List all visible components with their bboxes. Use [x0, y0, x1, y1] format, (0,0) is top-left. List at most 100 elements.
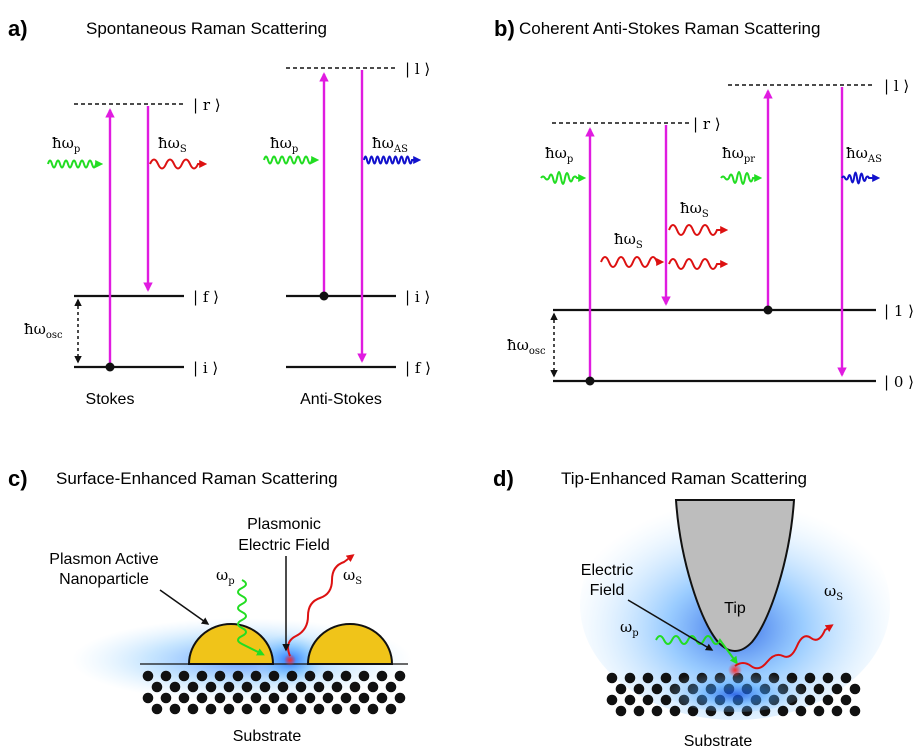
substrate-atom	[331, 681, 343, 693]
cars-stokes-pulse-1	[600, 256, 665, 268]
pump-symbol: ħωp	[52, 134, 80, 155]
substrate-atom	[313, 703, 325, 715]
substrate-atom	[849, 705, 861, 717]
state-1-label: | 1 ⟩	[884, 302, 914, 320]
substrate-atom	[277, 703, 289, 715]
substrate-atom	[169, 703, 181, 715]
substrate-atom	[205, 681, 217, 693]
panel-c-letter: c)	[8, 466, 28, 491]
as-symbol: ħωAS	[372, 134, 408, 155]
pump-photon-wave	[47, 159, 104, 169]
as-photon-wave	[363, 155, 422, 165]
substrate-atom	[250, 670, 262, 682]
antistokes-caption: Anti-Stokes	[300, 391, 382, 408]
substrate-atom	[831, 683, 843, 695]
panel-c-title: Surface-Enhanced Raman Scattering	[56, 469, 338, 488]
as-pump-photon-wave	[263, 155, 320, 165]
substrate-atom	[669, 705, 681, 717]
stokes-symbol: ħωS	[158, 134, 187, 155]
population-dot	[105, 362, 115, 372]
substrate-atom	[804, 672, 816, 684]
substrate-atom	[214, 692, 226, 704]
panel-b: b) Coherent Anti-Stokes Raman Scattering…	[494, 16, 914, 391]
panel-b-letter: b)	[494, 16, 515, 41]
panel-a-letter: a)	[8, 16, 28, 41]
substrate-atom	[331, 703, 343, 715]
panel-b-title: Coherent Anti-Stokes Raman Scattering	[519, 19, 820, 38]
substrate-atom	[142, 692, 154, 704]
tip-incident-wave	[655, 635, 738, 665]
substrate-atom	[660, 672, 672, 684]
state-0-label: | 0 ⟩	[884, 373, 914, 391]
as-population-dot	[319, 291, 329, 301]
cars-stokes1-symbol: ħωS	[614, 230, 643, 251]
substrate-atom	[633, 683, 645, 695]
substrate-atom	[687, 705, 699, 717]
substrate-atom	[394, 692, 406, 704]
tip-field-line2: Field	[590, 582, 625, 599]
substrate-atom	[178, 692, 190, 704]
substrate-atom	[241, 681, 253, 693]
substrate-atom	[822, 694, 834, 706]
substrate-atom	[232, 670, 244, 682]
scattered-photon-wave	[287, 554, 355, 657]
substrate-atom	[385, 681, 397, 693]
plasmonic-label-line2: Electric Field	[238, 537, 330, 554]
substrate-atom	[160, 692, 172, 704]
cars-stokes2-symbol: ħωS	[680, 199, 709, 220]
substrate-atom	[259, 703, 271, 715]
substrate-atom	[286, 670, 298, 682]
c-incident-symbol: ωp	[216, 566, 235, 587]
substrate-atom	[268, 670, 280, 682]
substrate-atom	[385, 703, 397, 715]
substrate-atom	[223, 681, 235, 693]
substrate-atom	[304, 692, 316, 704]
tip-hotspot	[728, 663, 742, 677]
substrate-atom	[394, 670, 406, 682]
sample-glow	[665, 668, 805, 712]
stokes-caption: Stokes	[86, 391, 135, 408]
substrate-atom	[250, 692, 262, 704]
substrate-atom	[151, 681, 163, 693]
tip-field-line1: Electric	[581, 562, 633, 579]
substrate-lattice-c	[142, 670, 406, 715]
d-scattered-symbol: ωS	[824, 582, 843, 603]
substrate-atom	[295, 681, 307, 693]
tip-scattered-wave	[734, 624, 834, 670]
substrate-atom	[214, 670, 226, 682]
substrate-atom	[831, 705, 843, 717]
state-r-label: | r ⟩	[193, 96, 221, 114]
nanoparticle-pointer-arrow	[159, 589, 210, 625]
panel-d-title: Tip-Enhanced Raman Scattering	[561, 469, 807, 488]
as-pump-symbol: ħωp	[270, 134, 298, 155]
substrate-atom	[223, 703, 235, 715]
substrate-atom	[286, 692, 298, 704]
substrate-atom	[196, 670, 208, 682]
cars-state-r-label: | r ⟩	[693, 115, 721, 133]
substrate-atom	[259, 681, 271, 693]
substrate-atom	[187, 703, 199, 715]
substrate-atom	[151, 703, 163, 715]
substrate-atom	[367, 703, 379, 715]
substrate-atom	[358, 670, 370, 682]
substrate-atom	[340, 670, 352, 682]
substrate-atom	[804, 694, 816, 706]
panel-c: c) Surface-Enhanced Raman Scattering Pla…	[8, 466, 412, 745]
substrate-atom	[268, 692, 280, 704]
substrate-atom	[142, 670, 154, 682]
tip-field-pointer	[627, 599, 714, 651]
plasmonic-label-line1: Plasmonic	[247, 516, 321, 533]
substrate-atom	[313, 681, 325, 693]
panel-d: d) Tip-Enhanced Raman Scattering Tip Ele…	[493, 466, 890, 750]
substrate-atom	[840, 694, 852, 706]
substrate-atom	[813, 683, 825, 695]
substrate-atom	[642, 672, 654, 684]
substrate-atom	[187, 681, 199, 693]
substrate-atom	[295, 703, 307, 715]
cars-as-symbol: ħωAS	[846, 144, 882, 165]
panel-a: a) Spontaneous Raman Scattering | r ⟩ | …	[8, 16, 431, 408]
c-substrate-label: Substrate	[233, 728, 302, 745]
state-i-label-as: | i ⟩	[405, 288, 430, 306]
state-l-label: | l ⟩	[405, 60, 430, 78]
substrate-atom	[277, 681, 289, 693]
